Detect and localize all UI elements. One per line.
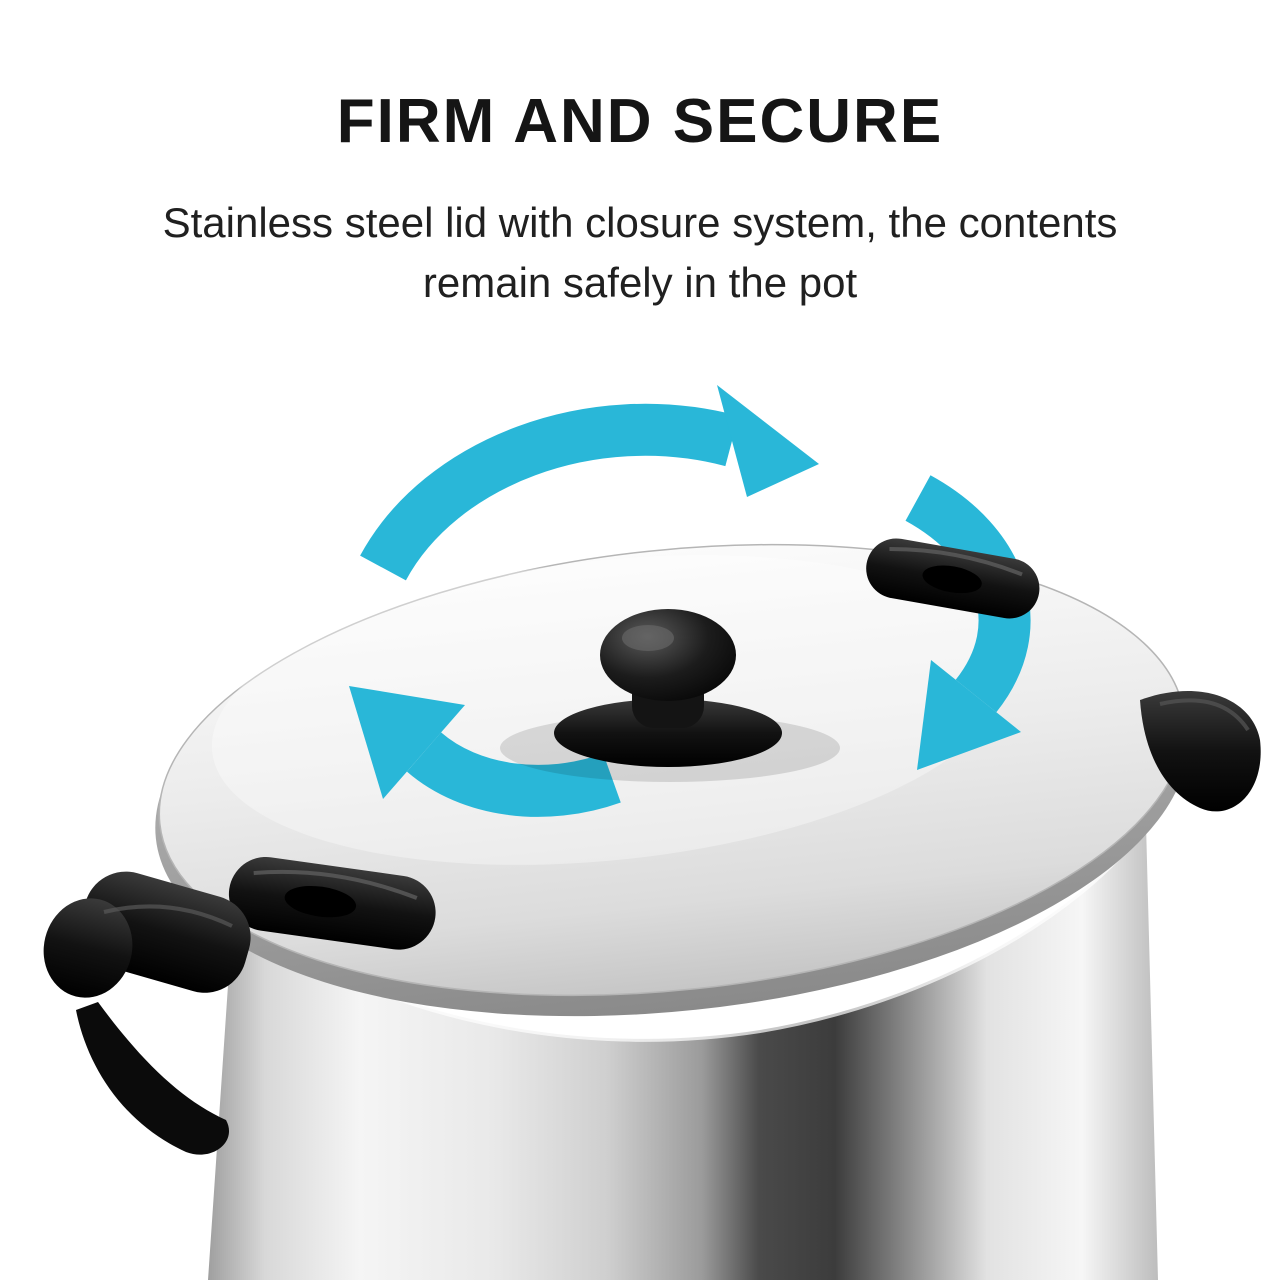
rotation-arrow-left-curve (406, 731, 621, 817)
front-left-handle-highlight (103, 904, 233, 928)
pot-body-wall (208, 824, 1158, 1280)
lid-knob (500, 609, 840, 782)
header: FIRM AND SECURE Stainless steel lid with… (0, 0, 1280, 312)
clamp-right (1140, 690, 1261, 812)
front-left-handle-knob (43, 898, 133, 998)
clamp-right-body (1140, 690, 1261, 812)
front-left-handle-fin (76, 1002, 230, 1155)
rotation-arrow-top-curve (360, 403, 739, 581)
clamp-top-right-hole (922, 565, 982, 594)
clamp-left-highlight (253, 869, 418, 900)
rotation-arrow-left (349, 686, 621, 817)
subtitle-line-2: remain safely in the pot (422, 258, 858, 306)
knob-base-plate (554, 699, 782, 767)
clamp-right-highlight (1159, 698, 1250, 732)
knob-cap-highlight (622, 625, 674, 651)
clamp-top-right (866, 538, 1040, 619)
page-subtitle: Stainless steel lid with closure system,… (0, 193, 1280, 312)
clamp-left (228, 856, 436, 950)
rotation-arrow-left-head (349, 686, 465, 799)
knob-cap (600, 609, 736, 701)
clamp-top-right-highlight (889, 547, 1023, 577)
subtitle-line-1: Stainless steel lid with closure system,… (162, 199, 1118, 246)
clamp-left-hole (284, 885, 357, 918)
lid-clamps (43, 538, 1261, 1155)
rotation-arrow-top-head (717, 385, 819, 497)
rotation-arrow-right-head (917, 660, 1021, 770)
clamp-front-left-handle (43, 871, 251, 1155)
page-title: FIRM AND SECURE (336, 87, 944, 156)
rotation-arrow-top (360, 385, 819, 581)
